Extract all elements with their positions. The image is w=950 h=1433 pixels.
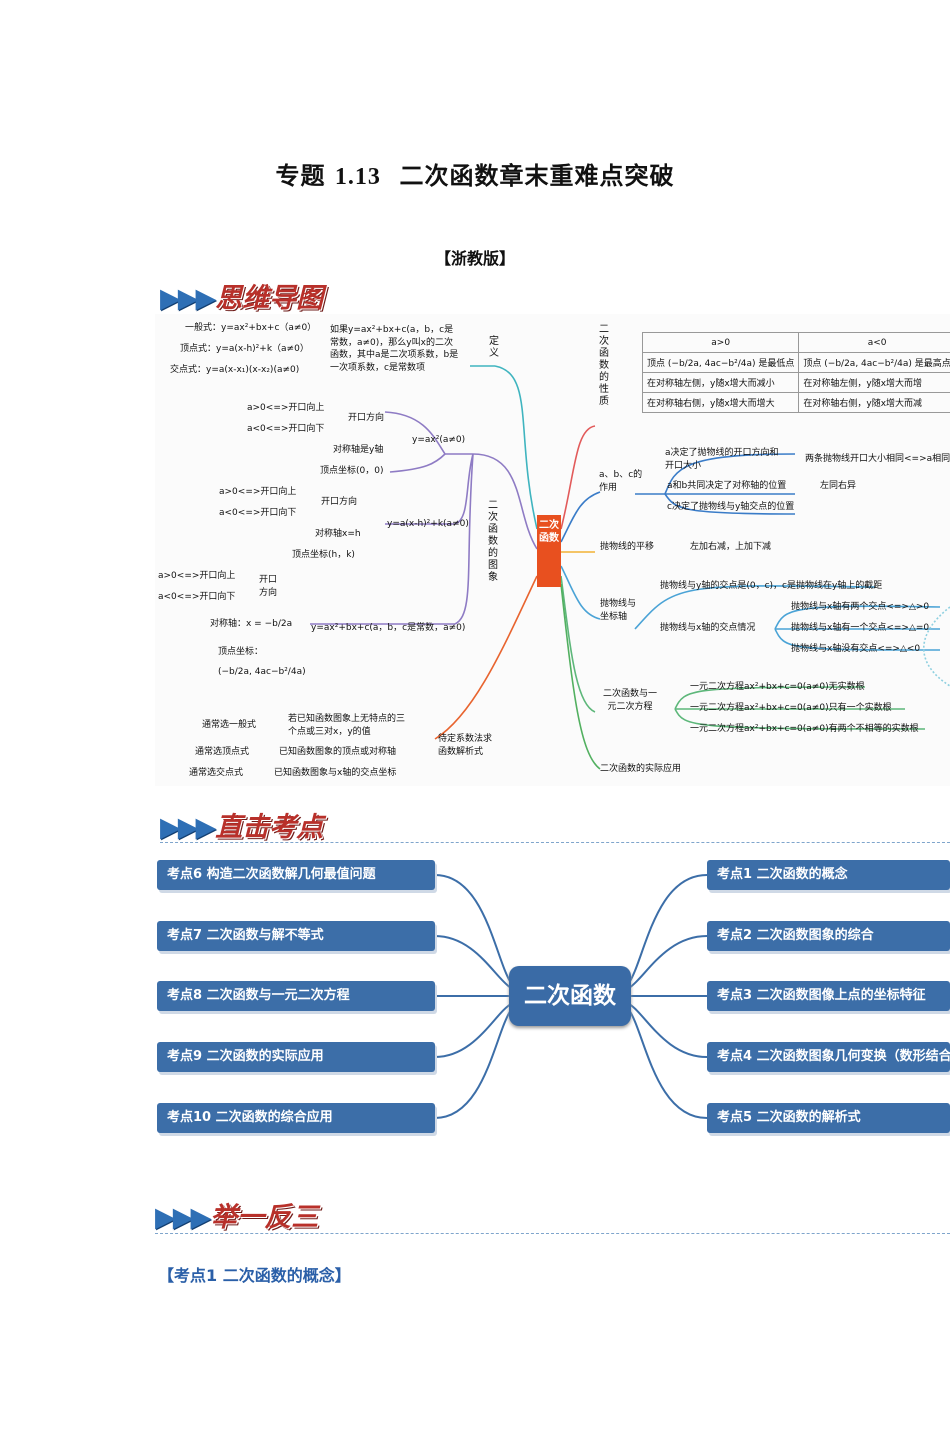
b1-down: a<0<=>开口向下 [247, 424, 325, 434]
abc-a-note: 两条抛物线开口大小相同<=>a相同 [805, 454, 950, 464]
keypoint-10[interactable]: 考点10 二次函数的综合应用 [157, 1103, 435, 1133]
vertex-form: 顶点式：y=a(x-h)²+k（a≠0） [180, 344, 309, 354]
divider [155, 1233, 950, 1234]
section-examples-heading: ▶▶▶举一反三 [155, 1202, 319, 1233]
b2-eq: y=a(x-h)²+k(a≠0) [387, 519, 469, 529]
general-form: 一般式：y=ax²+bx+c（a≠0） [185, 323, 317, 333]
keypoint-6[interactable]: 考点6 构造二次函数解几何最值问题 [157, 860, 435, 890]
edition-label: 【浙教版】 [434, 249, 515, 268]
analytic-row2-right: 已知函数图象的顶点或对称轴 [279, 747, 397, 757]
b3-axis: 对称轴：x = −b/2a [210, 619, 293, 629]
mindmap-center: 二次函数 [537, 515, 561, 587]
shift-note: 左加右减，上加下减 [690, 542, 772, 552]
equation-e1: 一元二次方程ax²+bx+c=0(a≠0)无实数根 [690, 682, 865, 692]
b3-vertex-label: 顶点坐标： [218, 647, 264, 657]
axes-label: 抛物线与坐标轴 [600, 599, 637, 622]
b3-down: a<0<=>开口向下 [158, 592, 236, 602]
keypoint-4[interactable]: 考点4 二次函数图象几何变换（数形结合） [707, 1042, 950, 1072]
axes-x3: 抛物线与x轴没有交点<=>△<0 [791, 644, 921, 654]
axes-x-label: 抛物线与x轴的交点情况 [660, 623, 756, 633]
equation-e3: 一元二次方程ax²+bx+c=0(a≠0)有两个不相等的实数根 [690, 724, 919, 734]
analytic-row2-left: 通常选顶点式 [195, 747, 250, 757]
axes-x1: 抛物线与x轴有两个交点<=>△>0 [791, 602, 930, 612]
keypoint-2[interactable]: 考点2 二次函数图象的综合 [707, 921, 950, 951]
keypoint-1[interactable]: 考点1 二次函数的概念 [707, 860, 950, 890]
keypoint-5[interactable]: 考点5 二次函数的解析式 [707, 1103, 950, 1133]
b2-open: 开口方向 [321, 497, 358, 507]
abc-ab: a和b共同决定了对称轴的位置 [667, 481, 787, 491]
keypoint-1-heading: 【考点1 二次函数的概念】 [158, 1266, 351, 1285]
b3-vertex: (−b/2a, 4ac−b²/4a) [218, 667, 306, 677]
b2-down: a<0<=>开口向下 [219, 508, 297, 518]
keypoint-9[interactable]: 考点9 二次函数的实际应用 [157, 1042, 435, 1072]
b1-up: a>0<=>开口向上 [247, 403, 325, 413]
analytic-row1-right: 若已知函数图象上无特点的三个点或三对x，y的值 [288, 714, 406, 737]
b2-axis: 对称轴x=h [315, 529, 361, 539]
abc-label: a、b、c的作用 [599, 470, 643, 493]
equation-e2: 一元二次方程ax²+bx+c=0(a≠0)只有一个实数根 [690, 703, 892, 713]
section-mindmap-heading: ▶▶▶思维导图 [160, 283, 324, 314]
definition-label: 定义 [489, 336, 499, 359]
analytic-row1-left: 通常选一般式 [202, 720, 257, 730]
keypoints-center: 二次函数 [509, 966, 631, 1026]
divider [160, 842, 950, 843]
page-title: 专题 1.13 二次函数章末重难点突破 [275, 162, 675, 190]
abc-ab-note: 左同右异 [820, 481, 857, 491]
properties-label: 二次函数的性质 [599, 324, 609, 407]
intercept-form: 交点式：y=a(x-x₁)(x-x₂)(a≠0) [170, 365, 300, 375]
application-label: 二次函数的实际应用 [600, 764, 682, 774]
b2-up: a>0<=>开口向上 [219, 487, 297, 497]
analytic-label: 待定系数法求函数解析式 [438, 734, 493, 757]
b3-up: a>0<=>开口向上 [158, 571, 236, 581]
section-keypoints-heading: ▶▶▶直击考点 [160, 812, 324, 843]
equation-label: 二次函数与一元二次方程 [602, 689, 657, 712]
axes-y: 抛物线与y轴的交点是(0，c)，c是抛物线在y轴上的截距 [660, 581, 883, 591]
b3-eq: y=ax²+bx+c(a，b，c是常数，a≠0) [311, 623, 466, 633]
keypoint-3[interactable]: 考点3 二次函数图像上点的坐标特征 [707, 981, 950, 1011]
keypoint-8[interactable]: 考点8 二次函数与一元二次方程 [157, 981, 435, 1011]
keypoints-diagram: 考点6 构造二次函数解几何最值问题 考点7 二次函数与解不等式 考点8 二次函数… [155, 848, 950, 1148]
b1-vertex: 顶点坐标(0，0) [320, 466, 384, 476]
b1-axis: 对称轴是y轴 [333, 445, 384, 455]
b2-vertex: 顶点坐标(h，k) [292, 550, 355, 560]
mindmap: 一般式：y=ax²+bx+c（a≠0） 顶点式：y=a(x-h)²+k（a≠0）… [155, 314, 950, 786]
abc-a: a决定了抛物线的开口方向和开口大小 [665, 448, 779, 471]
analytic-row3-left: 通常选交点式 [189, 768, 244, 778]
definition-text: 如果y=ax²+bx+c(a，b，c是常数，a≠0)，那么y叫x的二次函数，其中… [330, 325, 459, 373]
keypoints-connectors [434, 874, 708, 1119]
graph-label: 二次函数的图象 [488, 500, 498, 583]
b1-eq: y=ax²(a≠0) [412, 435, 466, 445]
shift-label: 抛物线的平移 [600, 542, 655, 552]
abc-c: c决定了抛物线与y轴交点的位置 [667, 502, 795, 512]
keypoint-7[interactable]: 考点7 二次函数与解不等式 [157, 921, 435, 951]
analytic-row3-right: 已知函数图象与x轴的交点坐标 [274, 768, 397, 778]
axes-x2: 抛物线与x轴有一个交点<=>△=0 [791, 623, 930, 633]
b3-open: 开口方向 [259, 575, 278, 598]
b1-open: 开口方向 [348, 413, 385, 423]
mindmap-connectors [310, 365, 950, 770]
